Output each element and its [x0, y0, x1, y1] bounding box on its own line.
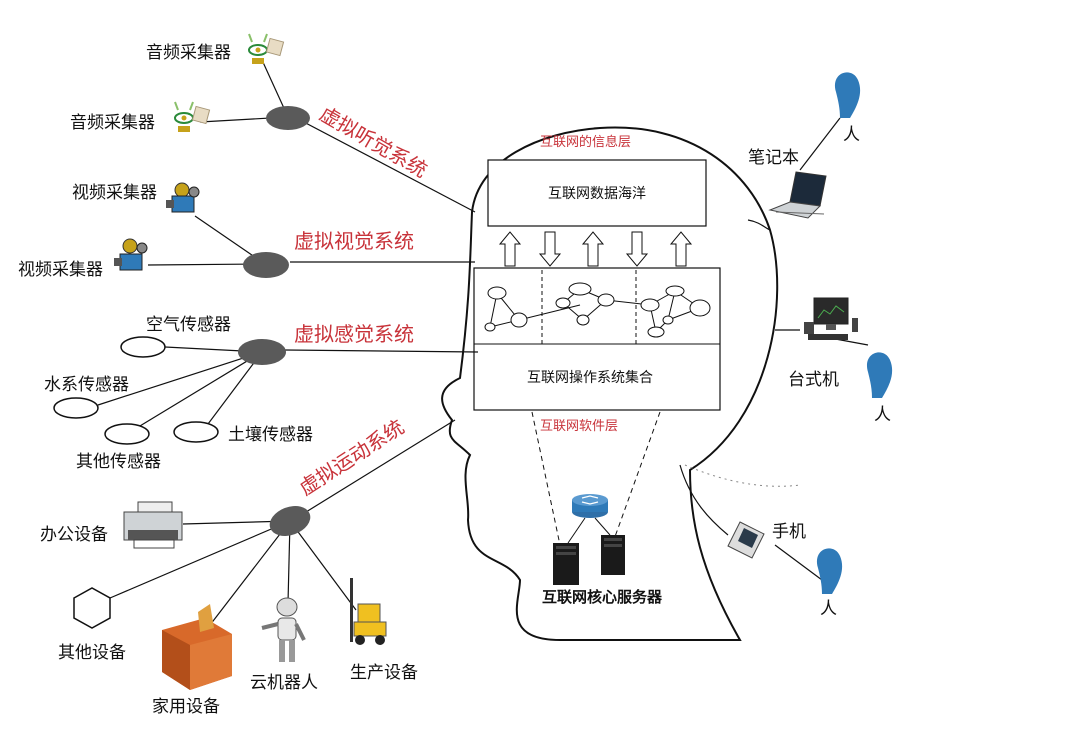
phone-icon — [727, 521, 765, 559]
other-device-label: 其他设备 — [58, 643, 126, 663]
water-sensor-label: 水系传感器 — [44, 375, 129, 395]
forklift-icon — [350, 578, 387, 645]
air-sensor-icon — [120, 336, 166, 358]
phone-label: 手机 — [772, 522, 806, 542]
home-device-label: 家用设备 — [152, 697, 220, 717]
audio-collector-label-2: 音频采集器 — [70, 113, 155, 133]
hearing-branch — [199, 59, 476, 213]
motion-hub — [269, 506, 311, 536]
camera-icon — [166, 182, 200, 213]
office-device-label: 办公设备 — [40, 525, 108, 545]
person-label-1: 人 — [843, 125, 860, 145]
desktop-icon — [804, 297, 858, 340]
person-icon — [834, 72, 861, 118]
person-label-3: 人 — [820, 599, 837, 619]
robot-icon — [261, 597, 306, 662]
audio-collector-label-1: 音频采集器 — [146, 43, 231, 63]
router-icon — [572, 494, 608, 518]
soil-sensor-label: 土壤传感器 — [228, 424, 313, 445]
person-label-2: 人 — [874, 405, 891, 425]
network-graph — [484, 282, 711, 338]
hearing-system-label: 虚拟听觉系统 — [316, 102, 432, 183]
laptop-label: 笔记本 — [748, 148, 799, 168]
production-device-label: 生产设备 — [350, 663, 418, 683]
vision-hub — [243, 252, 289, 278]
data-ocean-label: 互联网数据海洋 — [548, 186, 646, 202]
camera-icon — [114, 238, 148, 271]
head-outline — [441, 126, 779, 641]
other-sensor-icon — [104, 423, 150, 445]
printer-icon — [123, 501, 183, 549]
desktop-label: 台式机 — [788, 370, 839, 390]
feeling-system-label: 虚拟感觉系统 — [294, 322, 414, 346]
cloud-robot-label: 云机器人 — [250, 673, 318, 693]
software-layer-label: 互联网软件层 — [540, 419, 618, 434]
hexagon-icon — [73, 587, 111, 629]
air-sensor-label: 空气传感器 — [146, 315, 231, 335]
feeling-branch — [97, 346, 479, 433]
laptop-icon — [768, 171, 827, 219]
server-icon — [553, 535, 625, 585]
person-icon — [816, 548, 843, 594]
video-collector-label-1: 视频采集器 — [72, 183, 157, 203]
microphone-icon — [174, 101, 211, 132]
os-set-label: 互联网操作系统集合 — [527, 369, 653, 386]
microphone-icon — [248, 33, 285, 64]
person-icon — [866, 352, 893, 398]
feeling-hub — [238, 339, 286, 365]
soil-sensor-icon — [173, 421, 219, 443]
core-server-label: 互联网核心服务器 — [542, 588, 663, 606]
other-sensor-label: 其他传感器 — [76, 452, 161, 472]
info-layer-label: 互联网的信息层 — [540, 134, 631, 150]
video-collector-label-2: 视频采集器 — [18, 260, 103, 280]
hearing-hub — [266, 106, 310, 130]
layer-arrows — [498, 231, 693, 267]
data-ocean-box — [487, 159, 707, 227]
vision-system-label: 虚拟视觉系统 — [294, 229, 414, 253]
box-icon — [162, 604, 232, 690]
water-sensor-icon — [53, 397, 99, 419]
